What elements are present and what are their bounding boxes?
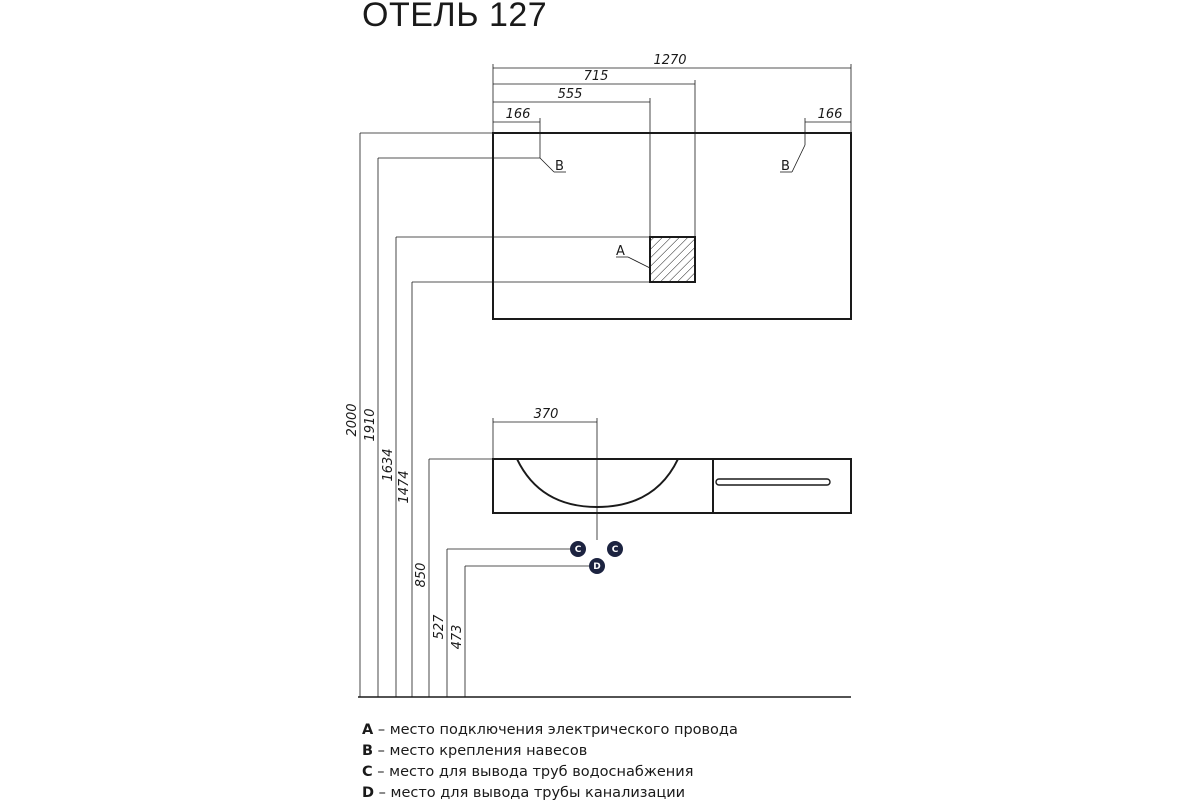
legend-item-b: B – место крепления навесов	[362, 741, 738, 762]
dimension-label-1270: 1270	[653, 53, 686, 68]
legend-text: – место крепления навесов	[373, 743, 588, 759]
dimension-370: 370	[492, 407, 598, 540]
hanger-marker-left: B	[539, 157, 566, 174]
dimension-850: 850	[414, 458, 493, 697]
marker-c-right: C	[612, 545, 619, 555]
dimension-1910: 1910	[363, 157, 540, 697]
dimension-label-555: 555	[558, 87, 583, 102]
marker-b-left: B	[555, 159, 564, 174]
dimension-1474: 1474	[397, 281, 650, 697]
legend-key: B	[362, 743, 374, 759]
marker-c-left: C	[575, 545, 582, 555]
dimension-label-850: 850	[414, 563, 429, 588]
hanger-marker-right: B	[780, 144, 806, 174]
dimension-label-166-right: 166	[818, 107, 843, 122]
water-outlet-badge-left: C	[570, 541, 586, 557]
marker-d: D	[593, 562, 600, 572]
electrical-socket-hatched	[649, 236, 696, 283]
dimension-label-1634: 1634	[381, 448, 396, 481]
marker-a: A	[616, 244, 625, 259]
legend-key: A	[362, 722, 374, 738]
dimension-label-166-left: 166	[506, 107, 531, 122]
dimension-555: 555	[493, 87, 651, 237]
dimension-166-right: 166	[804, 107, 851, 145]
dimension-label-473: 473	[450, 625, 465, 650]
dimension-1634: 1634	[381, 236, 650, 697]
legend-item-d: D – место для вывода трубы канализации	[362, 783, 738, 804]
dimension-715: 715	[493, 69, 696, 237]
marker-b-right: B	[781, 159, 790, 174]
legend-key: C	[362, 764, 373, 780]
dimension-1270: 1270	[492, 53, 852, 133]
legend-item-a: A – место подключения электрического про…	[362, 720, 738, 741]
legend-key: D	[362, 785, 375, 801]
dimension-166-left: 166	[493, 107, 541, 158]
water-outlet-badge-right: C	[607, 541, 623, 557]
dimension-label-2000: 2000	[345, 403, 360, 436]
legend-item-c: C – место для вывода труб водоснабжения	[362, 762, 738, 783]
mirror-cabinet-outline	[492, 132, 852, 320]
legend: A – место подключения электрического про…	[362, 720, 738, 804]
dimension-527: 527	[432, 548, 572, 697]
dimension-label-370: 370	[534, 407, 559, 422]
basin-bowl	[516, 458, 679, 509]
dimension-label-715: 715	[584, 69, 609, 84]
shelf-slot	[715, 478, 831, 486]
drawing-title: ОТЕЛЬ 127	[362, 0, 548, 34]
vanity-outline	[492, 458, 852, 514]
socket-marker: A	[616, 244, 651, 269]
dimension-label-1474: 1474	[397, 470, 412, 503]
drain-outlet-badge: D	[589, 558, 605, 574]
dimension-2000: 2000	[345, 132, 493, 697]
legend-text: – место для вывода труб водоснабжения	[372, 764, 694, 780]
dimension-label-1910: 1910	[363, 408, 378, 441]
legend-text: – место для вывода трубы канализации	[374, 785, 686, 801]
dimension-label-527: 527	[432, 614, 447, 640]
legend-text: – место подключения электрического прово…	[373, 722, 738, 738]
dimension-473: 473	[450, 565, 590, 697]
